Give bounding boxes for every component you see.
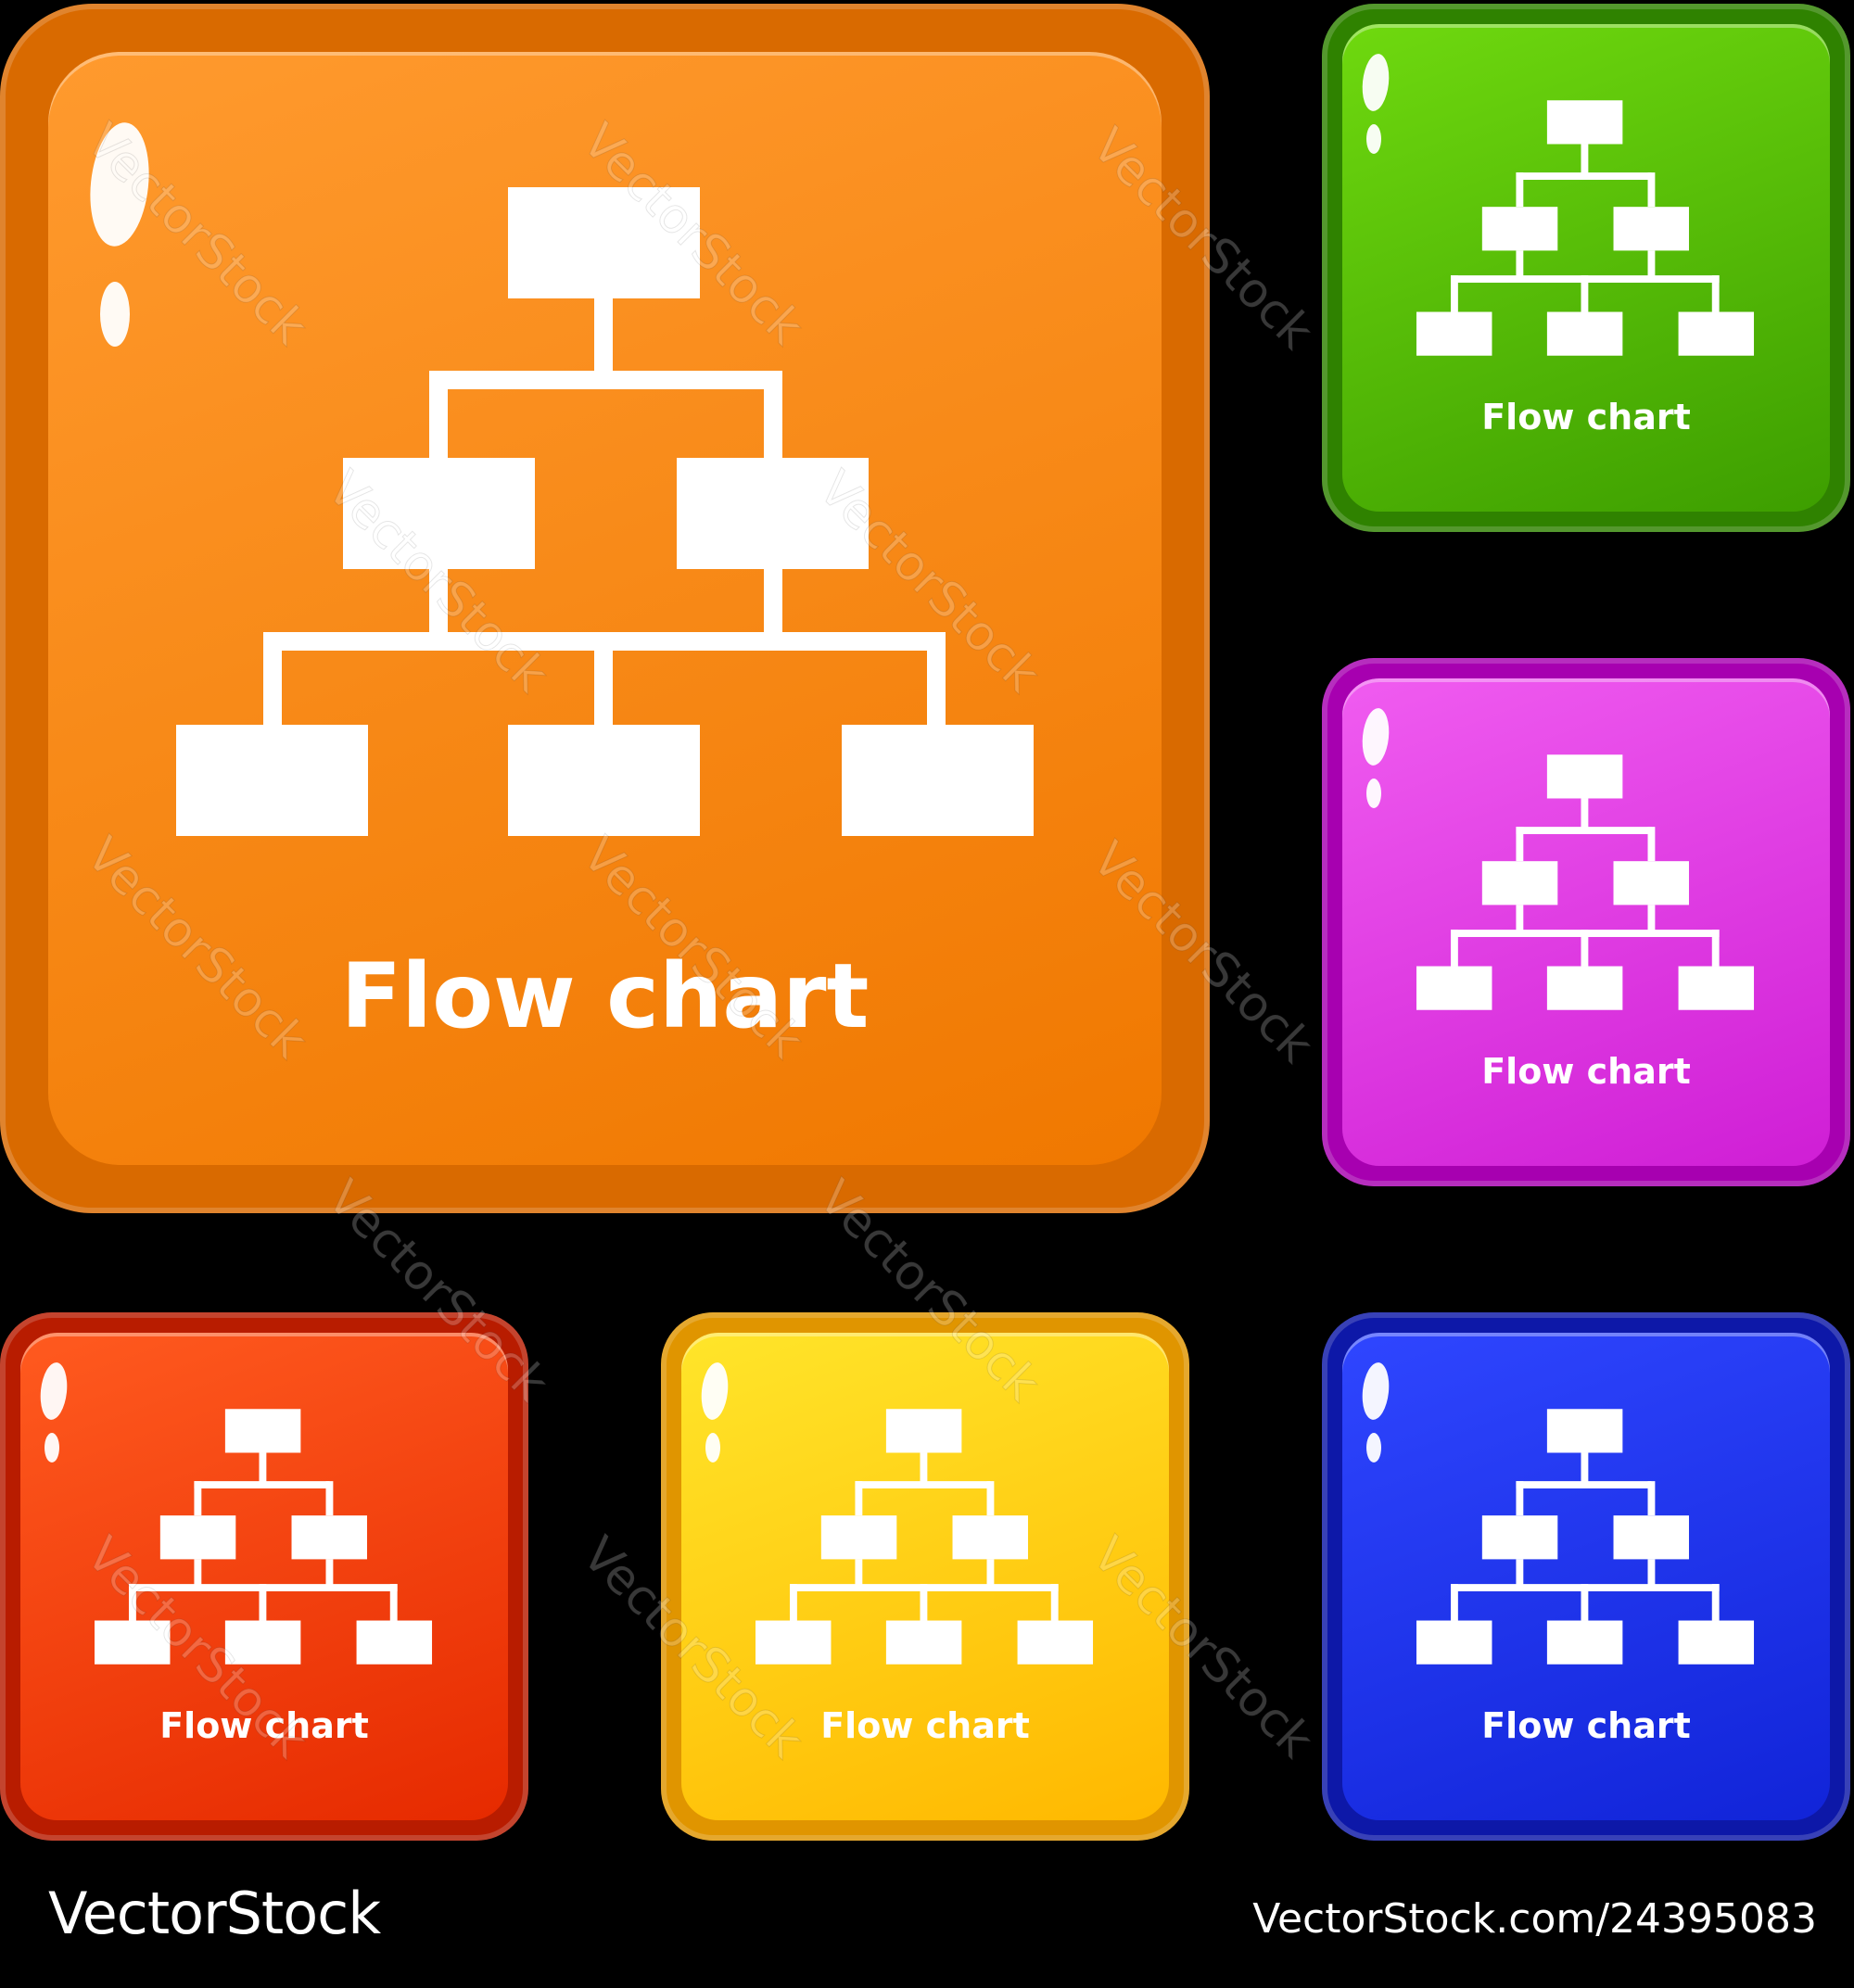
flowchart-icon	[1416, 1409, 1755, 1665]
tile-label: Flow chart	[340, 944, 870, 1048]
footer-url: VectorStock.com/24395083	[1252, 1895, 1817, 1943]
gloss-highlight-icon	[100, 282, 130, 347]
tile-magenta: Flow chart	[1322, 658, 1850, 1186]
flowchart-icon	[95, 1409, 433, 1665]
tile-label: Flow chart	[1481, 1705, 1691, 1746]
tile-label: Flow chart	[159, 1705, 369, 1746]
flowchart-icon	[1416, 754, 1755, 1010]
tile-label: Flow chart	[1481, 397, 1691, 437]
gloss-highlight-icon	[1366, 124, 1381, 154]
gloss-highlight-icon	[44, 1433, 59, 1463]
tile-label: Flow chart	[820, 1705, 1030, 1746]
gloss-highlight-icon	[1366, 779, 1381, 808]
tile-label: Flow chart	[1481, 1051, 1691, 1092]
tile-orange: Flow chart	[0, 4, 1210, 1213]
flowchart-icon	[176, 187, 1034, 836]
footer-brand: VectorStock	[48, 1880, 381, 1947]
flowchart-icon	[1416, 100, 1755, 356]
tile-green: Flow chart	[1322, 4, 1850, 532]
gloss-highlight-icon	[1366, 1433, 1381, 1463]
flowchart-icon	[756, 1409, 1094, 1665]
gloss-highlight-icon	[705, 1433, 720, 1463]
tile-red: Flow chart	[0, 1312, 528, 1841]
tile-yellow: Flow chart	[661, 1312, 1189, 1841]
tile-blue: Flow chart	[1322, 1312, 1850, 1841]
